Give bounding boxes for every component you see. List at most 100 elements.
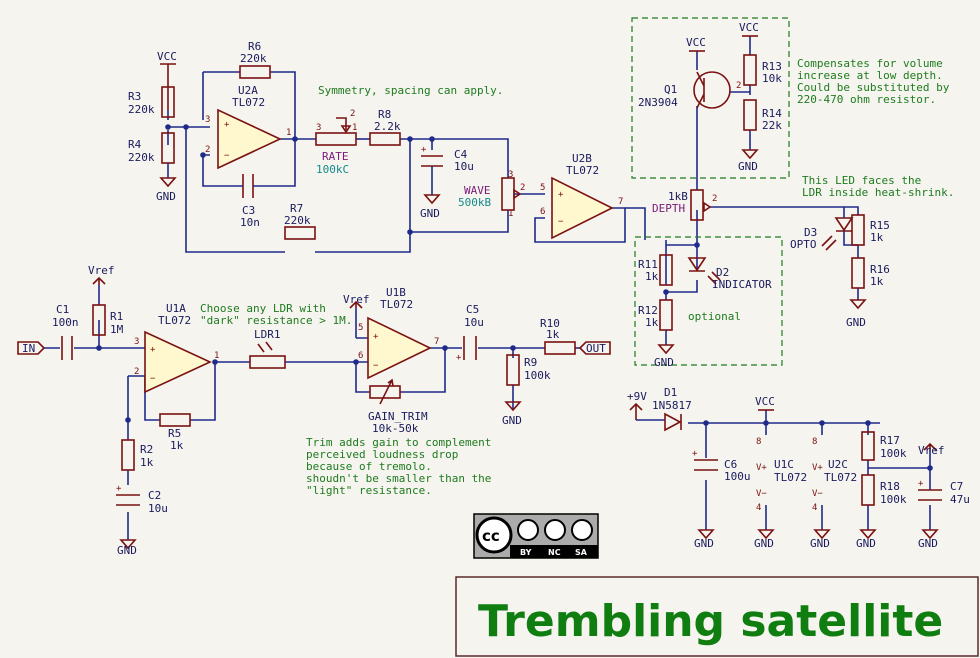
resistor-r11: R11 1k <box>638 254 673 286</box>
svg-text:500kB: 500kB <box>458 196 491 209</box>
svg-text:10u: 10u <box>454 160 474 173</box>
svg-text:Could be substituted by: Could be substituted by <box>797 81 950 94</box>
svg-text:7: 7 <box>434 337 439 347</box>
note-ldr: Choose any LDR with "dark" resistance > … <box>200 302 352 327</box>
opto-led-d3: D3 OPTO <box>790 207 858 251</box>
svg-text:+: + <box>918 479 924 489</box>
vref-symbol-c7: Vref <box>918 442 945 457</box>
svg-text:3: 3 <box>508 170 513 180</box>
svg-text:1k: 1k <box>870 275 884 288</box>
resistor-r17: R17 100k <box>861 431 907 461</box>
svg-text:10u: 10u <box>148 502 168 515</box>
capacitor-c5: + C5 10u <box>456 303 484 363</box>
svg-text:R7: R7 <box>290 202 303 215</box>
svg-text:3: 3 <box>316 123 321 133</box>
resistor-r5: R5 1k <box>159 413 191 452</box>
svg-text:R15: R15 <box>870 219 890 232</box>
gnd-symbol-c2: GND <box>117 539 137 557</box>
svg-text:R11: R11 <box>638 258 658 271</box>
svg-text:D1: D1 <box>664 386 677 399</box>
potentiometer-depth: 2 1kB DEPTH <box>652 189 717 221</box>
gnd-symbol-r4: GND <box>156 163 177 203</box>
svg-text:GND: GND <box>502 414 522 427</box>
svg-text:8: 8 <box>812 437 817 447</box>
svg-text:U1B: U1B <box>386 286 406 299</box>
svg-text:C7: C7 <box>950 480 963 493</box>
svg-text:GND: GND <box>754 537 774 550</box>
capacitor-c1: C1 100n <box>52 303 79 360</box>
svg-text:This LED faces the: This LED faces the <box>802 174 921 187</box>
svg-text:10k: 10k <box>762 72 782 85</box>
resistor-r12: R12 1k <box>638 299 673 331</box>
svg-text:TL072: TL072 <box>380 298 413 311</box>
svg-text:−: − <box>150 374 156 384</box>
vcc-symbol-q1: VCC <box>686 36 706 52</box>
svg-text:GND: GND <box>654 356 674 369</box>
svg-text:2: 2 <box>134 367 139 377</box>
resistor-r4: R4 220k <box>128 132 175 164</box>
svg-text:IN: IN <box>22 342 35 355</box>
svg-text:U1A: U1A <box>166 302 186 315</box>
svg-text:+: + <box>421 145 427 155</box>
svg-text:220k: 220k <box>128 103 155 116</box>
svg-text:NC: NC <box>548 548 561 557</box>
by-icon <box>517 519 539 541</box>
potentiometer-rate: 3 2 1 RATE 100kC <box>315 109 357 176</box>
capacitor-c6: + C6 100u GND <box>692 449 751 550</box>
vcc-symbol-r13: VCC <box>739 21 759 37</box>
wires <box>44 36 931 540</box>
svg-text:Vref: Vref <box>343 293 370 306</box>
svg-text:shoudn't be smaller than the: shoudn't be smaller than the <box>306 472 491 485</box>
compensation-box <box>631 17 790 179</box>
svg-text:U1C: U1C <box>774 458 794 471</box>
svg-text:2: 2 <box>736 81 741 91</box>
svg-text:VCC: VCC <box>157 50 177 63</box>
svg-text:OUT: OUT <box>586 342 606 355</box>
gnd-symbol-r16: GND <box>846 299 867 329</box>
svg-text:U2B: U2B <box>572 152 592 165</box>
svg-text:SA: SA <box>575 548 588 557</box>
svg-text:−: − <box>558 217 564 227</box>
svg-text:V+: V+ <box>756 463 767 473</box>
svg-text:GND: GND <box>694 537 714 550</box>
svg-text:TL072: TL072 <box>774 471 807 484</box>
svg-text:7: 7 <box>618 197 623 207</box>
svg-text:R16: R16 <box>870 263 890 276</box>
svg-text:C1: C1 <box>56 303 69 316</box>
note-trim: Trim adds gain to complement perceived l… <box>306 436 491 497</box>
svg-text:TL072: TL072 <box>158 314 191 327</box>
svg-text:+: + <box>373 332 379 342</box>
svg-text:+: + <box>116 484 122 494</box>
svg-text:cc: cc <box>482 527 500 545</box>
svg-text:1N5817: 1N5817 <box>652 399 692 412</box>
resistor-r1: R1 1M <box>92 304 124 336</box>
svg-text:TL072: TL072 <box>232 96 265 109</box>
svg-text:1: 1 <box>286 128 291 138</box>
svg-text:+: + <box>456 353 462 363</box>
svg-text:1M: 1M <box>110 323 124 336</box>
svg-text:220-470 ohm resistor.: 220-470 ohm resistor. <box>797 93 936 106</box>
capacitor-c4: + C4 10u GND <box>420 145 474 220</box>
cc-license-badge: cc BY NC SA <box>473 513 599 559</box>
led-d2: D2 INDICATOR <box>687 257 772 291</box>
svg-text:100k: 100k <box>880 493 907 506</box>
svg-text:D3: D3 <box>804 226 817 239</box>
svg-text:2.2k: 2.2k <box>374 120 401 133</box>
svg-text:GND: GND <box>420 207 440 220</box>
svg-text:R10: R10 <box>540 317 560 330</box>
svg-text:+: + <box>558 190 564 200</box>
opamp-power-u2c: 8 V+ V− 4 U2C TL072 GND <box>810 437 857 550</box>
vref-symbol-r1: Vref <box>88 264 115 285</box>
svg-text:2: 2 <box>712 194 717 204</box>
svg-text:1k: 1k <box>645 316 659 329</box>
svg-text:V−: V− <box>756 489 767 499</box>
opamp-u1a: + − 3 2 1 U1A TL072 <box>134 302 219 394</box>
svg-text:6: 6 <box>358 351 363 361</box>
svg-text:R12: R12 <box>638 304 658 317</box>
resistor-r13: R13 10k <box>743 54 782 86</box>
svg-text:R5: R5 <box>168 427 181 440</box>
svg-text:+: + <box>150 345 156 355</box>
resistor-r8: R8 2.2k <box>369 108 401 146</box>
svg-text:1: 1 <box>214 351 219 361</box>
